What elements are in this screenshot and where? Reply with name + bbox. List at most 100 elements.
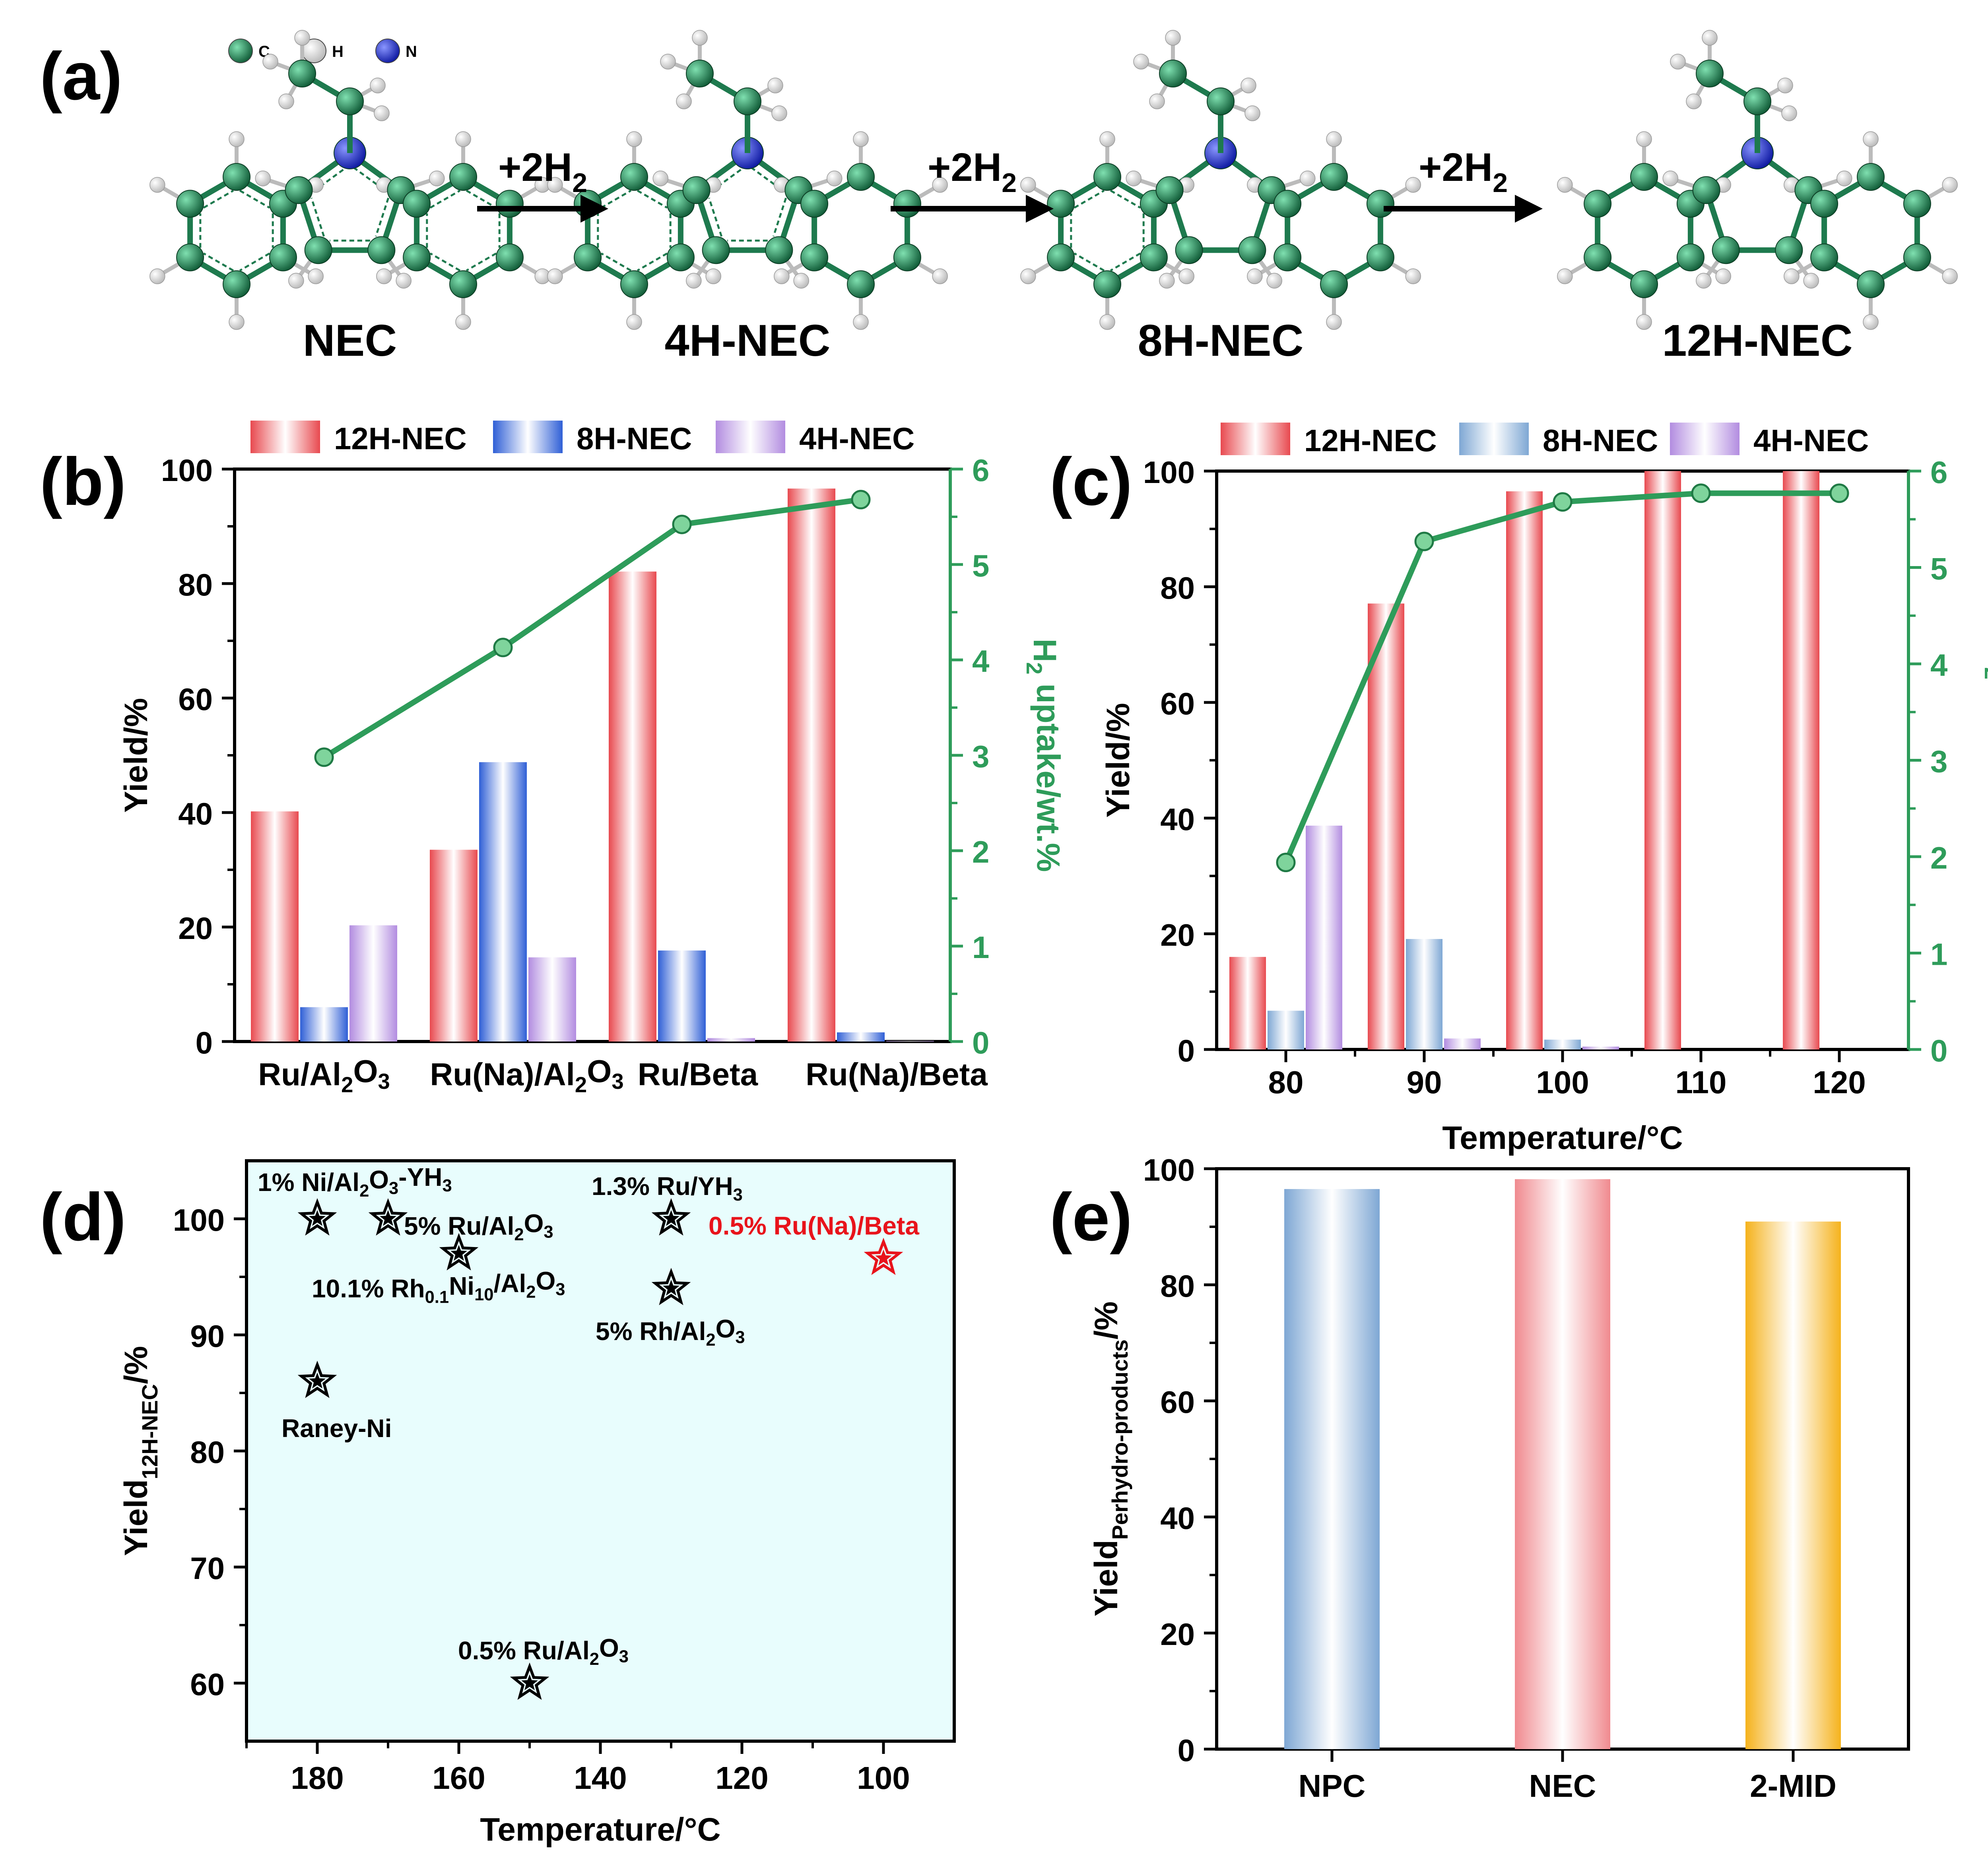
carbon-atom [702,236,730,264]
h2-uptake-point [1276,853,1296,873]
hydrogen-atom [374,105,390,121]
bar-12h-nec [788,488,835,1042]
bar-2-mid [1745,1221,1841,1749]
carbon-atom [734,87,761,115]
text-run: 2 [590,1650,599,1669]
text-run: -YH [398,1163,442,1191]
carbon-atom [800,190,829,218]
x-tick-label: Ru/Al2O3 [258,1053,390,1097]
hydrogen-atom [626,131,642,147]
y-tick-label: 40 [1160,802,1195,837]
data-point-star [297,1198,337,1236]
data-point-label: 1.3% Ru/YH3 [592,1172,743,1205]
carbon-atom [1630,270,1658,298]
legend-swatch [250,421,320,453]
hydrogen-atom [1165,30,1181,46]
arrow-label: +2H2 [1419,145,1508,198]
hydrogen-atom [692,30,708,46]
data-point-label: Raney-Ni [282,1414,392,1443]
aromatic-bond [239,252,270,272]
carbon-atom [765,236,793,264]
x-tick-label: 90 [1407,1065,1442,1100]
hydrogen-atom [455,314,471,330]
y-tick-label: 5 [1930,551,1947,586]
carbon-atom [1093,270,1121,298]
aromatic-bond [429,252,461,272]
hydrogen-atom [262,54,278,70]
hydrogen-atom [1020,177,1036,193]
molecule-label: 12H-NEC [1662,316,1852,365]
y-tick-label: 1 [1930,937,1947,972]
hydrogen-atom [255,171,271,186]
arrow-label-subscript: 2 [1493,168,1508,198]
text-run: Ni [449,1272,474,1300]
carbon-atom [304,236,332,264]
hydrogen-atom [1696,273,1712,289]
data-point-star-core [875,1249,892,1266]
data-point-star-core [663,1210,679,1226]
arrow-head [1515,195,1543,223]
text-run: O [599,1633,619,1662]
molecule-4h-nec: 4H-NEC [547,30,948,365]
hydrogen-atom [547,177,563,193]
carbon-atom [495,243,524,272]
y-axis-title-part: Yield [118,1479,154,1556]
hydrogen-atom [1557,177,1573,193]
data-point-label: 0.5% Ru(Na)/Beta [709,1211,919,1240]
carbon-atom [1903,190,1931,218]
hydrogen-atom [1557,268,1573,284]
y-tick-label: 20 [1160,1617,1195,1652]
aromatic-bond [239,190,270,209]
panel-b-letter: (b) [40,444,126,520]
hydrogen-atom [853,131,869,147]
aromatic-bond [772,198,787,237]
text-run: uptake/wt.% [1030,675,1066,872]
hydrogen-atom [1777,78,1793,93]
hydrogen-atom [278,93,294,109]
y-tick-label: 3 [972,739,989,774]
text-run: 3 [733,1185,743,1205]
carbon-atom [1692,176,1720,204]
hydrogen-atom [288,273,304,289]
hydrogen-atom [229,131,245,147]
y-tick-label: 4 [1930,648,1947,683]
text-run: Ru(Na)/Al [430,1057,575,1092]
y2-axis-title: H2 uptake/wt.% [1980,644,1988,877]
carbon-atom [893,190,921,218]
y-tick-label: 80 [1160,1269,1195,1303]
text-run: Temperature/°C [480,1812,720,1848]
text-run: 1% Ni/Al [258,1168,359,1197]
hydrogen-atom [793,273,809,289]
aromatic-bond [711,167,745,192]
bar-12h-nec [1368,603,1404,1049]
data-point-star [510,1662,549,1700]
text-run: Yield/% [118,698,154,813]
y-tick-label: 90 [190,1319,225,1354]
text-run: 2 [359,1181,369,1201]
text-run: 120 [1813,1065,1866,1100]
carbon-atom [686,60,714,87]
y2-axis-title: H2 uptake/wt.% [1022,639,1066,872]
carbon-atom [1274,243,1302,272]
data-point-star [651,1198,691,1236]
carbon-atom [1810,190,1839,218]
carbon-atom [1584,243,1612,272]
aromatic-bond [310,198,325,237]
y-tick-label: 0 [972,1025,989,1060]
carbon-atom [1696,60,1724,87]
aromatic-bond [1074,190,1105,209]
y-tick-label: 80 [178,567,213,602]
hydrogen-atom [1942,268,1958,284]
hydrogen-atom [396,273,412,289]
hydrogen-atom [1149,93,1165,109]
bar-npc [1284,1189,1380,1749]
carbon-atom [1047,190,1075,218]
carbon-atom [666,243,695,272]
atom-legend-swatch-C [228,39,253,63]
legend-label: 4H-NEC [799,421,914,456]
